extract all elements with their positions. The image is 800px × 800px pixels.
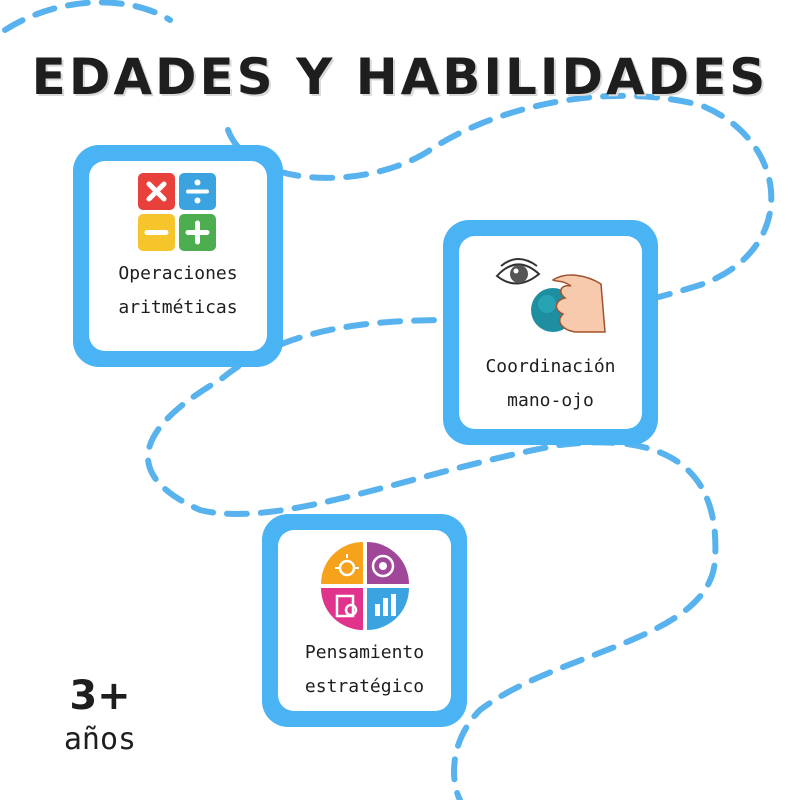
age-badge: 3+ años [50,672,150,760]
age-number: 3+ [69,673,131,719]
page-title: EDADES Y HABILIDADES [31,48,769,106]
card-label: Operaciones aritméticas [118,263,238,318]
card-label: Coordinación mano-ojo [485,356,616,411]
card-inner: Coordinación mano-ojo [459,236,642,429]
strategy-quadrants-icon [320,542,409,630]
card-strategic-thinking: Pensamiento estratégico [262,514,467,727]
card-label: Pensamiento estratégico [304,642,425,697]
card-eye-hand-coordination: Coordinación mano-ojo [443,220,658,445]
math-operations-icon [138,173,216,251]
age-word: años [63,722,137,757]
card-inner: Operaciones aritméticas [89,161,267,351]
eye-hand-ball-icon [495,258,606,333]
card-inner: Pensamiento estratégico [278,530,451,711]
card-arithmetic-operations: Operaciones aritméticas [73,145,283,367]
